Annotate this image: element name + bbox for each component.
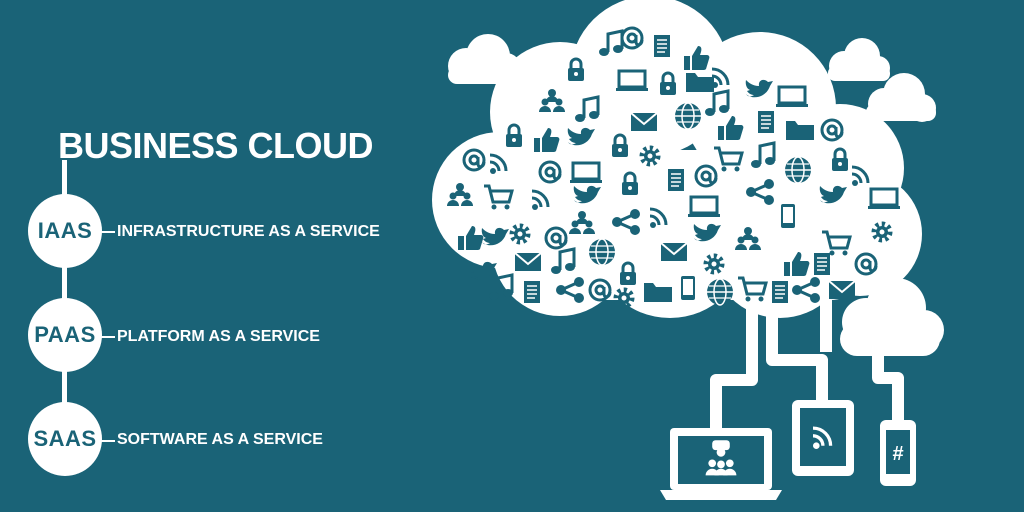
gear-icon xyxy=(874,224,890,240)
tablet-device xyxy=(792,400,854,476)
document-icon xyxy=(653,34,671,58)
globe-icon xyxy=(588,238,616,266)
page-title: BUSINESS CLOUD xyxy=(58,125,374,166)
twitter-bird-icon xyxy=(469,261,497,280)
connector-paas xyxy=(101,336,115,338)
connector-iaas xyxy=(101,231,115,233)
globe-icon xyxy=(706,278,734,306)
phone-icon xyxy=(681,276,695,300)
document-icon xyxy=(757,110,775,134)
mail-icon xyxy=(514,252,542,272)
people-chat-icon xyxy=(705,440,737,476)
small-cloud-right xyxy=(866,73,936,122)
node-iaas: IAAS xyxy=(28,194,102,268)
gear-icon xyxy=(642,148,658,164)
connector-saas xyxy=(101,440,115,442)
gear-icon xyxy=(616,290,632,306)
gear-icon xyxy=(512,226,528,242)
mail-icon xyxy=(828,280,856,300)
label-saas: SOFTWARE AS A SERVICE xyxy=(117,431,323,448)
globe-icon xyxy=(784,156,812,184)
document-icon xyxy=(667,168,685,192)
label-iaas: INFRASTRUCTURE AS A SERVICE xyxy=(117,223,380,240)
mail-icon xyxy=(660,242,688,262)
hashtag-icon: # xyxy=(892,443,903,465)
phone-device: # xyxy=(880,420,916,486)
node-paas: PAAS xyxy=(28,298,102,372)
phone-icon xyxy=(781,204,795,228)
mail-icon xyxy=(630,112,658,132)
document-icon xyxy=(771,280,789,304)
small-cloud-top xyxy=(828,38,890,81)
small-cloud-lower xyxy=(840,278,944,356)
node-saas: SAAS xyxy=(28,402,102,476)
cloud-cables xyxy=(710,300,904,428)
globe-icon xyxy=(674,102,702,130)
document-icon xyxy=(523,280,541,304)
label-paas: PLATFORM AS A SERVICE xyxy=(117,328,320,345)
wifi-icon xyxy=(812,426,833,449)
gear-icon xyxy=(706,256,722,272)
laptop-device xyxy=(660,428,782,500)
document-icon xyxy=(813,252,831,276)
